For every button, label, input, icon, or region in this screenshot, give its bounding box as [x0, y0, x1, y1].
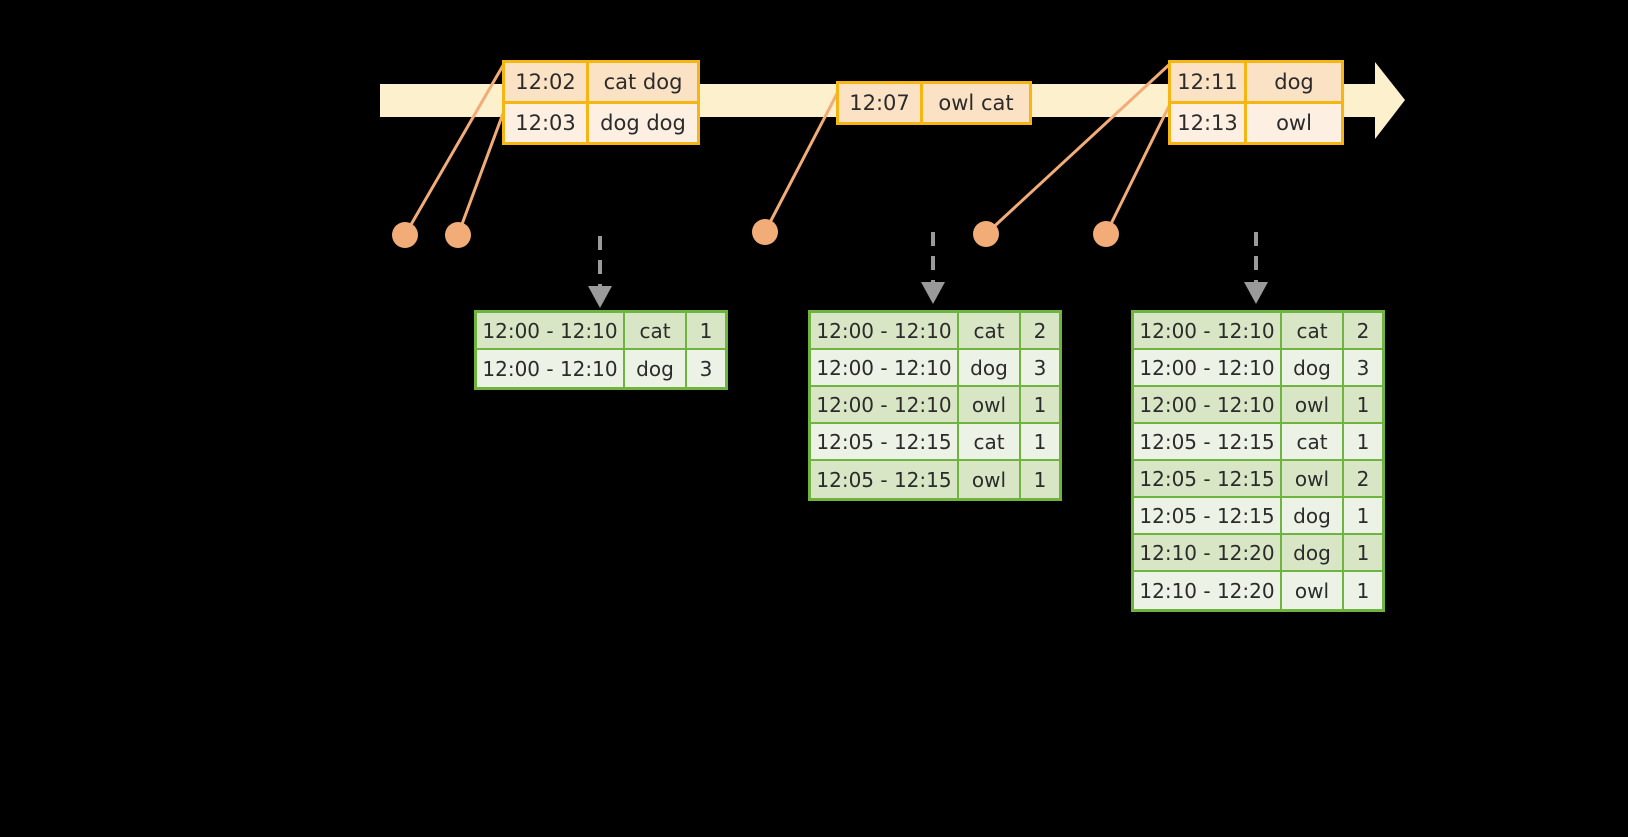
cell-count: 2: [1021, 313, 1059, 350]
dashed-arrows: [598, 232, 1258, 288]
cell-window: 12:05 - 12:15: [1134, 498, 1282, 535]
cell-window: 12:05 - 12:15: [1134, 461, 1282, 498]
event-box-group-1[interactable]: 12:02 cat dog 12:03 dog dog: [502, 60, 700, 145]
cell-window: 12:05 - 12:15: [811, 461, 959, 498]
cell-window: 12:00 - 12:10: [1134, 350, 1282, 387]
event-row[interactable]: 12:02 cat dog: [505, 63, 697, 101]
cell-count: 1: [1021, 387, 1059, 424]
cell-word: cat: [1282, 313, 1344, 350]
cell-word: cat: [625, 313, 687, 350]
cell-word: owl: [1282, 572, 1344, 609]
cell-count: 2: [1344, 461, 1382, 498]
cell-count: 1: [1344, 387, 1382, 424]
event-words: owl cat: [923, 84, 1029, 122]
event-box-group-2[interactable]: 12:07 owl cat: [836, 81, 1032, 125]
cell-window: 12:00 - 12:10: [477, 313, 625, 350]
cell-count: 1: [1344, 424, 1382, 461]
connector-dot: [752, 219, 778, 245]
cell-window: 12:05 - 12:15: [811, 424, 959, 461]
event-row[interactable]: 12:03 dog dog: [505, 101, 697, 142]
cell-count: 1: [1344, 572, 1382, 609]
cell-window: 12:00 - 12:10: [811, 313, 959, 350]
connector-dot: [392, 222, 418, 248]
event-row[interactable]: 12:13 owl: [1171, 101, 1341, 142]
cell-count: 3: [1021, 350, 1059, 387]
cell-word: cat: [1282, 424, 1344, 461]
cell-window: 12:05 - 12:15: [1134, 424, 1282, 461]
cell-word: cat: [959, 313, 1021, 350]
cell-window: 12:00 - 12:10: [811, 350, 959, 387]
event-words: owl: [1247, 104, 1341, 142]
event-time: 12:13: [1171, 104, 1247, 142]
cell-count: 1: [687, 313, 725, 350]
cell-count: 1: [1021, 424, 1059, 461]
cell-word: dog: [1282, 535, 1344, 572]
cell-count: 1: [1344, 535, 1382, 572]
connector-dot: [445, 222, 471, 248]
event-time: 12:03: [505, 104, 589, 142]
event-time: 12:02: [505, 63, 589, 101]
cell-count: 1: [1021, 461, 1059, 498]
cell-word: dog: [959, 350, 1021, 387]
cell-window: 12:10 - 12:20: [1134, 535, 1282, 572]
event-words: dog dog: [589, 104, 697, 142]
cell-window: 12:00 - 12:10: [1134, 313, 1282, 350]
cell-word: cat: [959, 424, 1021, 461]
event-words: dog: [1247, 63, 1341, 101]
event-row[interactable]: 12:07 owl cat: [839, 84, 1029, 122]
connector-dot: [1093, 221, 1119, 247]
event-words: cat dog: [589, 63, 697, 101]
cell-window: 12:00 - 12:10: [477, 350, 625, 387]
cell-word: dog: [1282, 350, 1344, 387]
cell-count: 2: [1344, 313, 1382, 350]
cell-window: 12:00 - 12:10: [811, 387, 959, 424]
event-time: 12:11: [1171, 63, 1247, 101]
cell-word: dog: [1282, 498, 1344, 535]
event-box-group-3[interactable]: 12:11 dog 12:13 owl: [1168, 60, 1344, 145]
cell-window: 12:10 - 12:20: [1134, 572, 1282, 609]
event-time: 12:07: [839, 84, 923, 122]
cell-count: 3: [687, 350, 725, 387]
cell-count: 1: [1344, 498, 1382, 535]
cell-word: owl: [1282, 387, 1344, 424]
dashed-arrow-heads: [588, 282, 1268, 308]
cell-window: 12:00 - 12:10: [1134, 387, 1282, 424]
cell-count: 3: [1344, 350, 1382, 387]
cell-word: owl: [959, 387, 1021, 424]
event-row[interactable]: 12:11 dog: [1171, 63, 1341, 101]
cell-word: owl: [959, 461, 1021, 498]
connector-dots: [392, 219, 1119, 248]
cell-word: dog: [625, 350, 687, 387]
connector-dot: [973, 221, 999, 247]
cell-word: owl: [1282, 461, 1344, 498]
